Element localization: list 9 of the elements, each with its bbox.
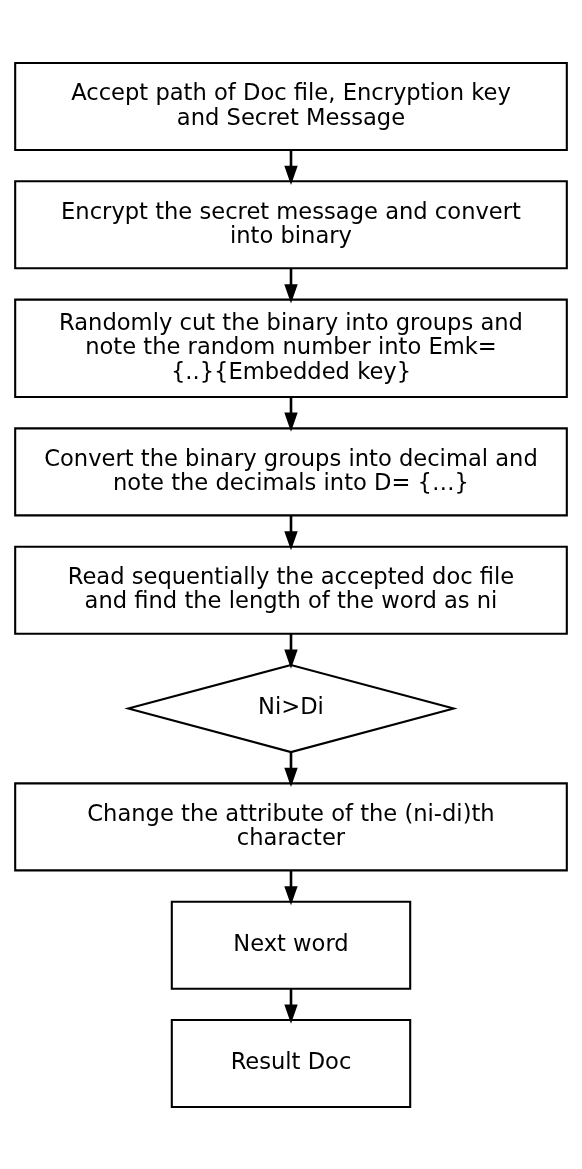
node-box: Accept path of Doc file, Encryption key and Secret Message — [14, 61, 568, 151]
node-diamond: Ni>Di — [124, 663, 458, 753]
node-box: Next word — [170, 900, 412, 990]
node-box: Read sequentially the accepted doc file and find the length of the word as ni — [14, 545, 568, 635]
node-box: Result Doc — [170, 1018, 412, 1108]
node-box: Change the attribute of the (ni-di)th character — [14, 781, 568, 871]
node-box: Randomly cut the binary into groups and note the random number into Emk= {..}{Embedded key} — [14, 298, 568, 398]
node-box: Convert the binary groups into decimal and note the decimals into D= {…} — [14, 426, 568, 516]
node-box: Encrypt the secret message and convert into binary — [14, 179, 568, 269]
